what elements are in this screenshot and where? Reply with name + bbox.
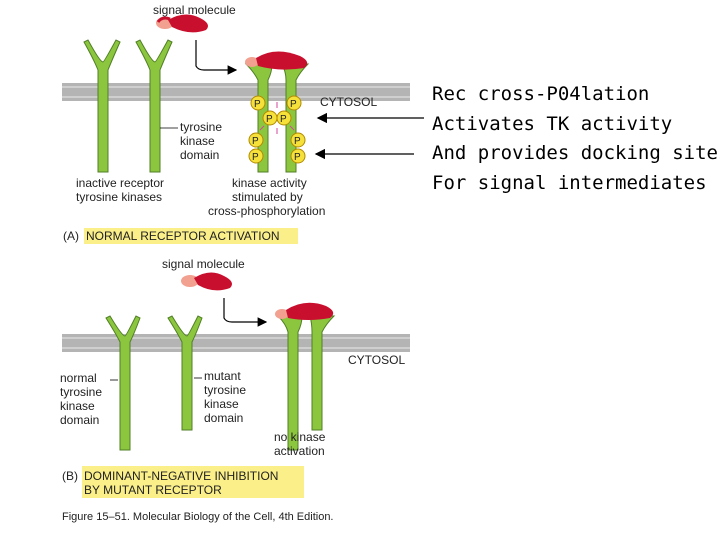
signal-molecule-label-b: signal molecule bbox=[162, 257, 245, 271]
panel-a-tag: (A) bbox=[63, 229, 79, 243]
note-line: Activates TK activity bbox=[432, 112, 673, 135]
binding-arrow-a bbox=[195, 40, 238, 75]
normal-receptor bbox=[105, 315, 141, 451]
annotation-notes: Rec cross-P04lation Activates TK activit… bbox=[432, 80, 720, 198]
phosphate-group: P P P P P P P P bbox=[248, 95, 306, 164]
inactive-receptor-label: inactive receptor tyrosine kinases bbox=[76, 176, 167, 204]
note-line: And provides docking sites bbox=[432, 142, 720, 164]
mutant-receptor bbox=[167, 315, 203, 431]
svg-text:P: P bbox=[252, 136, 259, 147]
svg-text:P: P bbox=[252, 152, 259, 163]
panel-a: signal molecule P P P P P P P P bbox=[62, 3, 410, 244]
membrane-b bbox=[62, 334, 410, 352]
svg-text:P: P bbox=[266, 114, 273, 125]
figure-caption: Figure 15–51. Molecular Biology of the C… bbox=[62, 511, 334, 523]
cytosol-label-b: CYTOSOL bbox=[348, 353, 405, 367]
heterodimer-receptor bbox=[275, 302, 336, 451]
svg-text:P: P bbox=[294, 152, 301, 163]
signal-molecule-a: signal molecule bbox=[153, 3, 236, 33]
no-kinase-label: no kinase activation bbox=[274, 430, 329, 458]
mutant-tk-label: mutant tyrosine kinase domain bbox=[204, 369, 249, 425]
panel-b-title: DOMINANT-NEGATIVE INHIBITION BY MUTANT R… bbox=[84, 469, 282, 497]
kinase-activity-label: kinase activity stimulated by cross-phos… bbox=[208, 176, 325, 218]
note-line: Rec cross-P04lation bbox=[432, 83, 650, 105]
signal-molecule-label-a: signal molecule bbox=[153, 3, 236, 17]
title-highlight-a bbox=[84, 228, 298, 244]
inactive-receptor bbox=[83, 39, 121, 173]
title-highlight-b bbox=[82, 466, 304, 498]
tk-domain-label: tyrosine kinase domain bbox=[180, 120, 225, 162]
binding-arrow-b bbox=[223, 298, 268, 327]
panel-a-title: NORMAL RECEPTOR ACTIVATION bbox=[86, 229, 280, 243]
signal-molecule-b: signal molecule bbox=[162, 257, 245, 291]
normal-tk-label: normal tyrosine kinase domain bbox=[60, 371, 105, 427]
active-receptor-dimer bbox=[244, 51, 310, 173]
inactive-receptor bbox=[135, 39, 173, 173]
note-line: For signal intermediates bbox=[432, 171, 707, 194]
svg-text:P: P bbox=[290, 99, 297, 110]
svg-text:P: P bbox=[294, 136, 301, 147]
panel-b: signal molecule CYTOSOL normal tyrosine … bbox=[60, 257, 410, 498]
svg-text:P: P bbox=[254, 99, 261, 110]
svg-text:P: P bbox=[280, 114, 287, 125]
panel-b-tag: (B) bbox=[62, 469, 78, 483]
cytosol-label-a: CYTOSOL bbox=[320, 95, 377, 109]
